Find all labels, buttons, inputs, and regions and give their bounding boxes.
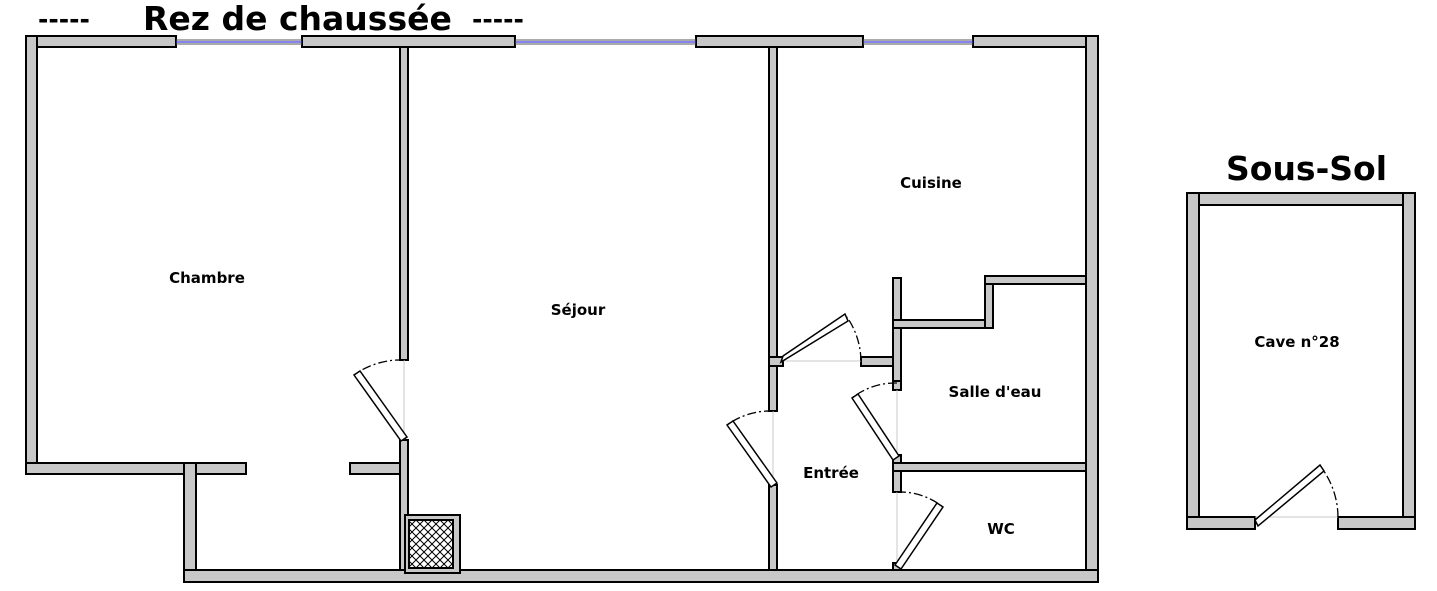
door-cave [1254,463,1339,528]
windows [176,39,973,45]
ground-floor-title: ----- Rez de chaussée ----- [38,0,524,38]
basement-plan: Cave n°28 [1186,192,1416,530]
title-dashes-left: ----- [38,5,90,34]
title-dashes-right: ----- [472,5,524,34]
wall-top-segment [695,35,864,48]
wall-salle-deau-left-upper [892,277,902,382]
door-entree [725,410,779,489]
door-wc [893,491,945,571]
room-label-cave: Cave n°28 [1254,333,1339,351]
room-label-cuisine: Cuisine [900,174,962,192]
window-chambre [176,39,302,45]
wall-top-segment [25,35,177,48]
wall-chambre-bottom-left [25,462,247,475]
basement-title: Sous-Sol [1226,149,1387,188]
wall-salle-deau-top [984,275,1087,285]
interior-walls [399,46,1087,571]
wall-sejour-entree-mid [768,365,778,412]
door-chambre [352,359,409,443]
shaft-hatch [408,519,454,569]
cave-wall-left [1186,192,1200,530]
wall-salle-deau-top-step [892,319,990,329]
wall-left [25,35,38,475]
door-cuisine [779,312,862,364]
wall-bottom [183,569,1099,583]
window-sejour [515,39,696,45]
wall-sejour-cuisine [768,46,778,358]
door-salle-deau [850,382,901,462]
cave-wall-right [1402,192,1416,530]
wall-sejour-entree-lower [768,484,778,571]
wall-top-segment [301,35,516,48]
wall-top-segment [972,35,1099,48]
cave-wall-bottom-right [1337,516,1416,530]
room-label-entree: Entrée [803,464,859,482]
technical-shaft [404,514,461,574]
room-label-salle-deau: Salle d'eau [949,383,1042,401]
room-labels: Chambre Séjour Cuisine Salle d'eau Entré… [169,174,1041,538]
wall-chambre-bottom-right [349,462,406,475]
wall-chambre-sejour-upper [399,46,409,361]
ground-floor-title-text: Rez de chaussée [143,0,452,38]
cave-wall-bottom-left [1186,516,1256,530]
window-cuisine [863,39,973,45]
room-label-chambre: Chambre [169,269,245,287]
wall-salle-deau-left-lower [892,454,902,493]
wall-salle-deau-wc [892,462,1087,472]
doors [352,312,945,571]
wall-right [1085,35,1099,583]
room-label-wc: WC [987,520,1015,538]
wall-step-left [183,462,197,583]
cave-wall-top [1186,192,1416,206]
room-label-sejour: Séjour [551,301,606,319]
